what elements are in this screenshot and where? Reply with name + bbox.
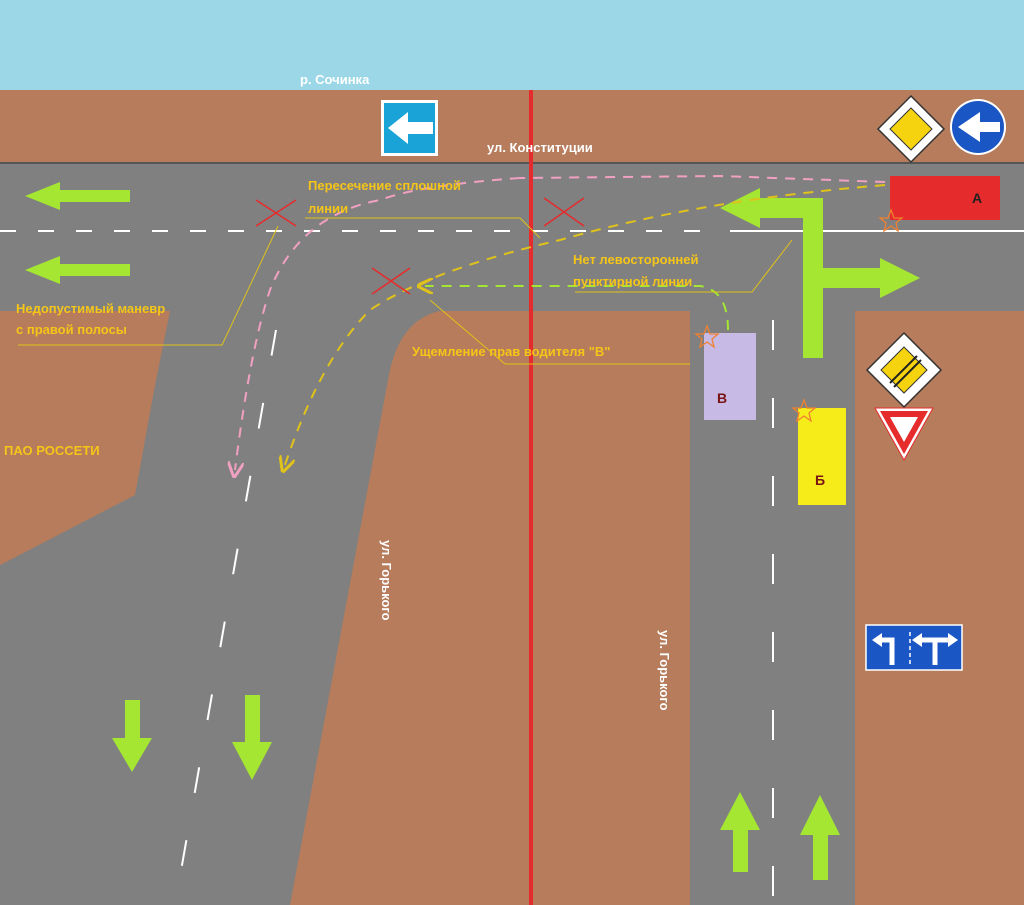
car-v-label: В (717, 390, 727, 406)
cross-mark-icon (371, 267, 411, 295)
star-icon (878, 208, 904, 233)
block-corner-right (855, 311, 880, 330)
trajectory-yellow (285, 184, 886, 465)
note-no-dashed-1: Нет левосторонней (573, 252, 699, 267)
arrow-left-icon (25, 182, 130, 210)
arrow-left-sign-icon (381, 100, 438, 156)
cross-mark-icon (255, 199, 297, 227)
street-gorky-right-label: ул. Горького (657, 630, 672, 711)
note-wrong-lane-1: Недопустимый маневр (16, 301, 165, 316)
note-no-dashed-2: пунктирной линии (573, 274, 692, 289)
main-road (0, 163, 1024, 311)
arrow-down-icon (112, 700, 152, 772)
car-a (890, 176, 1000, 220)
note-solid-line-1: Пересечение сплошной (308, 178, 461, 193)
car-v (704, 333, 756, 420)
arrow-up-icon (800, 795, 840, 880)
street-main-label: ул. Конституции (487, 140, 593, 155)
block-corner-left (672, 311, 690, 335)
car-b-label: Б (815, 472, 825, 488)
street-gorky-left-label: ул. Горького (379, 540, 394, 621)
leader-no-dashed (575, 239, 793, 293)
turn-arrows-icon (720, 188, 920, 358)
leader-solid-line (305, 217, 541, 239)
left-corner-block (0, 311, 170, 565)
trajectory-pink-top (519, 174, 886, 183)
star-icon (791, 398, 817, 423)
gorky-road-left (50, 311, 440, 905)
river-area (0, 0, 1024, 90)
note-rights: Ущемление прав водителя "В" (412, 344, 610, 359)
yield-sign-icon (874, 407, 934, 462)
car-b (798, 408, 846, 505)
river-label: р. Сочинка (300, 72, 370, 87)
keep-left-sign-icon (950, 99, 1006, 155)
priority-road-sign-icon (876, 94, 946, 164)
leader-rights (429, 299, 690, 365)
org-label: ПАО РОССЕТИ (4, 443, 100, 458)
leader-wrong-lane (18, 225, 279, 346)
trajectory-pink (235, 177, 521, 470)
arrow-down-icon (232, 695, 272, 780)
car-a-label: А (972, 190, 982, 206)
cross-mark-icon (543, 197, 585, 227)
end-priority-road-sign-icon (865, 331, 943, 409)
note-solid-line-2: линии (308, 201, 348, 216)
lane-direction-sign-icon (865, 624, 963, 671)
arrow-left-icon (25, 256, 130, 284)
gorky-left-dashes (174, 329, 277, 905)
star-icon (694, 324, 720, 349)
note-wrong-lane-2: с правой полосы (16, 322, 127, 337)
trajectory-green (425, 286, 729, 331)
left-side-area (0, 495, 135, 905)
arrow-up-icon (720, 792, 760, 872)
